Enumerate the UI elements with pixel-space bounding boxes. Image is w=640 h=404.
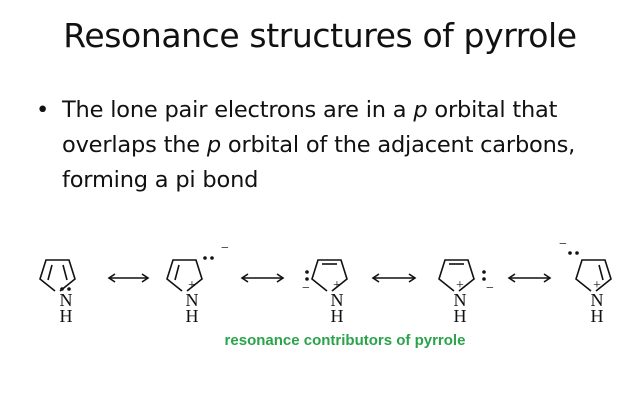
- bullet-text: The lone pair electrons are in a p orbit…: [62, 97, 576, 193]
- hydrogen-label: H: [331, 306, 344, 326]
- pyrrole-structure-2: − + N H: [166, 241, 229, 326]
- positive-charge: +: [333, 278, 341, 293]
- hydrogen-label: H: [186, 306, 199, 326]
- nitrogen-label: N: [331, 290, 344, 310]
- negative-charge: −: [221, 241, 229, 256]
- nitrogen-label: N: [186, 290, 199, 310]
- resonance-figure: N H − + N H − + N H: [0, 232, 640, 332]
- lone-pair-dot: [568, 251, 572, 255]
- hydrogen-label: H: [591, 306, 604, 326]
- lone-pair-dot: [305, 270, 309, 274]
- positive-charge: +: [188, 278, 196, 293]
- lone-pair-dot: [210, 256, 214, 260]
- positive-charge: +: [456, 278, 464, 293]
- pyrrole-structure-3: − + N H: [302, 259, 348, 326]
- lone-pair-dot: [60, 287, 64, 291]
- pyrrole-structure-5: − + N H: [559, 237, 612, 326]
- nitrogen-label: N: [591, 290, 604, 310]
- double-headed-arrow-icon: [371, 273, 417, 283]
- pyrrole-structure-4: − + N H: [438, 259, 494, 326]
- negative-charge: −: [559, 237, 567, 252]
- nitrogen-label: N: [60, 290, 73, 310]
- positive-charge: +: [593, 278, 601, 293]
- double-headed-arrow-icon: [240, 273, 285, 283]
- bullet-dot: •: [36, 97, 50, 123]
- hydrogen-label: H: [60, 306, 73, 326]
- negative-charge: −: [302, 281, 310, 296]
- negative-charge: −: [486, 281, 494, 296]
- slide-title: Resonance structures of pyrrole: [63, 16, 577, 55]
- lone-pair-dot: [482, 277, 486, 281]
- resonance-diagram: N H − + N H − + N H: [39, 237, 612, 326]
- lone-pair-dot: [305, 277, 309, 281]
- hydrogen-label: H: [454, 306, 467, 326]
- lone-pair-dot: [575, 251, 579, 255]
- double-headed-arrow-icon: [507, 273, 552, 283]
- lone-pair-dot: [67, 287, 71, 291]
- double-headed-arrow-icon: [107, 273, 150, 283]
- figure-caption: resonance contributors of pyrrole: [224, 332, 466, 349]
- lone-pair-dot: [482, 270, 486, 274]
- pyrrole-structure-1: N H: [39, 259, 76, 326]
- nitrogen-label: N: [454, 290, 467, 310]
- lone-pair-dot: [203, 256, 207, 260]
